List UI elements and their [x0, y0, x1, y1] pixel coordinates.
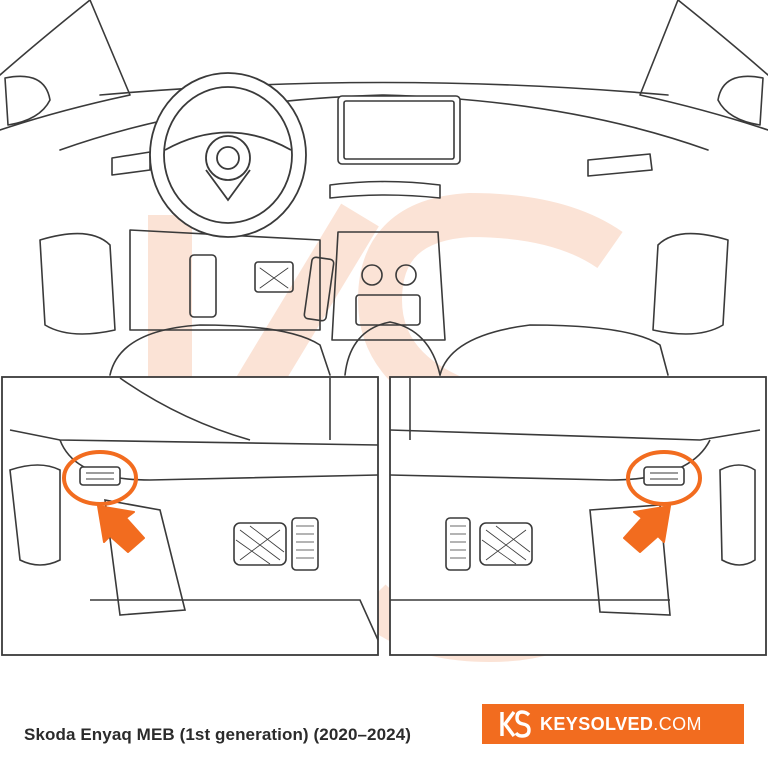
arrow-icon: [97, 505, 145, 553]
arrow-icon: [623, 505, 671, 553]
right-footwell: [389, 378, 761, 616]
left-obd-highlight: [62, 450, 145, 553]
brand-name: KEYSOLVED: [540, 713, 654, 734]
brand-badge: KEYSOLVED.COM: [482, 704, 744, 744]
brand-domain: .COM: [653, 713, 702, 734]
steering-wheel-icon: [149, 72, 307, 238]
obd-port-icon: [79, 466, 121, 486]
pedal-icon: [233, 517, 319, 571]
interior-diagram: [0, 0, 768, 662]
right-detail-panel: [389, 376, 767, 656]
pedal-icon: [445, 517, 533, 571]
obd-port-icon: [643, 466, 685, 486]
brand-wordmark: KEYSOLVED.COM: [540, 714, 702, 735]
keysolved-logo-icon: [500, 710, 531, 738]
left-detail-panel: [1, 376, 379, 656]
vehicle-caption: Skoda Enyaq MEB (1st generation) (2020–2…: [24, 725, 412, 744]
dashboard-scene: [0, 0, 768, 376]
right-obd-highlight: [623, 450, 702, 553]
